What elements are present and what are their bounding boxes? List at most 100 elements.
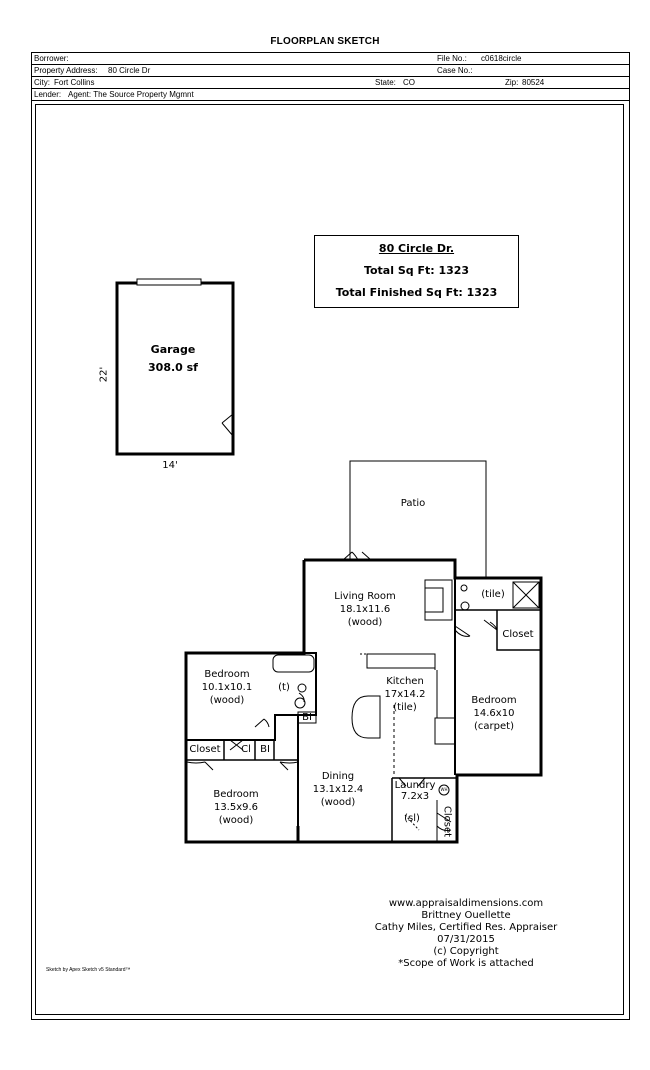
bedroom-right-door bbox=[454, 625, 471, 637]
closet-small-label: Cl bbox=[241, 744, 251, 755]
bedroom-right-label: Bedroom 14.6x10 (carpet) bbox=[458, 694, 530, 733]
zip-label: Zip: bbox=[505, 78, 519, 87]
bath-right-label: (tile) bbox=[481, 589, 505, 600]
toilet-right bbox=[460, 601, 470, 611]
bedroom-tl-name: Bedroom bbox=[204, 669, 250, 680]
closet-left-label: Closet bbox=[189, 744, 221, 755]
dining-floor: (wood) bbox=[320, 797, 356, 808]
living-room-label: Living Room 18.1x11.6 (wood) bbox=[320, 590, 410, 629]
bedroom-bl-label: Bedroom 13.5x9.6 (wood) bbox=[200, 788, 272, 827]
builtin-1 bbox=[297, 711, 317, 724]
summary-finished-sqft: Total Finished Sq Ft: 1323 bbox=[335, 286, 498, 299]
bedroom-tl-label: Bedroom 10.1x10.1 (wood) bbox=[191, 668, 263, 707]
sketch-inner-border bbox=[35, 104, 624, 1015]
apex-footer: Sketch by Apex Sketch v5 Standard™ bbox=[46, 967, 131, 973]
header-row-borrower: Borrower: File No.: c0618circle bbox=[32, 53, 629, 65]
dining-dim: 13.1x12.4 bbox=[312, 784, 364, 795]
laundry-floor-label: (sl) bbox=[404, 813, 420, 824]
shower bbox=[512, 581, 540, 609]
kitchen-cabinets bbox=[366, 653, 436, 669]
credits: www.appraisaldimensions.com Brittney Oue… bbox=[360, 898, 572, 970]
builtin-1-label: BI bbox=[302, 712, 312, 723]
wall-closet-bottom-right bbox=[391, 800, 438, 842]
dining-name: Dining bbox=[321, 771, 355, 782]
closet-bottom-door bbox=[436, 812, 452, 831]
kitchen-label: Kitchen 17x14.2 (tile) bbox=[370, 675, 440, 714]
credits-name1: Brittney Ouellette bbox=[421, 910, 511, 921]
header-row-city: City: Fort Collins State: CO Zip: 80524 bbox=[32, 77, 629, 89]
sink-left bbox=[297, 683, 307, 693]
dining-label: Dining 13.1x12.4 (wood) bbox=[303, 770, 373, 809]
credits-copyright: (c) Copyright bbox=[433, 946, 499, 957]
lender-value: Agent: The Source Property Mgmnt bbox=[68, 90, 194, 99]
city-label: City: bbox=[34, 78, 50, 87]
bedroom-bl-dim: 13.5x9.6 bbox=[213, 802, 259, 813]
kitchen-appliance bbox=[434, 717, 456, 745]
wall-bath-left bbox=[297, 652, 317, 842]
property-address-label: Property Address: bbox=[34, 66, 98, 75]
wall-bedrooms bbox=[186, 714, 298, 741]
bathtub bbox=[272, 654, 315, 673]
closet-small-x bbox=[229, 739, 244, 751]
patio-label: Patio bbox=[400, 498, 426, 509]
sink-right bbox=[460, 584, 468, 592]
house-outline-right bbox=[298, 558, 543, 844]
borrower-label: Borrower: bbox=[34, 54, 69, 63]
bedroom-tl-door bbox=[254, 718, 270, 728]
garage-label: Garage 308.0 sf bbox=[132, 341, 214, 377]
closet-right-door bbox=[483, 619, 498, 631]
water-heater-label: WH bbox=[440, 787, 448, 792]
lender-label: Lender: bbox=[34, 90, 62, 99]
zip-value: 80524 bbox=[522, 78, 545, 87]
garage-door bbox=[136, 278, 202, 286]
credits-date: 07/31/2015 bbox=[437, 934, 495, 945]
patio-door bbox=[342, 551, 372, 561]
kitchen-floor: (tile) bbox=[393, 702, 417, 713]
bedroom-bl-door bbox=[279, 761, 299, 771]
living-room-dim: 18.1x11.6 bbox=[339, 604, 391, 615]
closet-bottom-label: Closet bbox=[441, 805, 453, 838]
summary-address: 80 Circle Dr. bbox=[378, 242, 455, 255]
bedroom-bl-floor: (wood) bbox=[218, 815, 254, 826]
kitchen-dim: 17x14.2 bbox=[384, 689, 426, 700]
wall-closet-right bbox=[496, 610, 541, 651]
bedroom-right-floor: (carpet) bbox=[474, 721, 514, 732]
bedroom-right-name: Bedroom bbox=[471, 695, 517, 706]
summary-total-sqft: Total Sq Ft: 1323 bbox=[363, 264, 470, 277]
fireplace bbox=[424, 579, 453, 621]
garage-name: Garage bbox=[150, 343, 196, 356]
closet-dividers bbox=[223, 740, 275, 760]
bath-left-label: (t) bbox=[278, 682, 290, 693]
city-value: Fort Collins bbox=[54, 78, 95, 87]
water-heater bbox=[438, 784, 450, 796]
closet-right-label: Closet bbox=[502, 629, 534, 640]
bedroom-right-dim: 14.6x10 bbox=[473, 708, 515, 719]
state-value: CO bbox=[403, 78, 415, 87]
closet-left-door bbox=[186, 761, 214, 771]
property-address-value: 80 Circle Dr bbox=[108, 66, 151, 75]
living-room-name: Living Room bbox=[334, 591, 396, 602]
page-title: FLOORPLAN SKETCH bbox=[270, 36, 380, 47]
laundry-label: Laundry 7.2x3 bbox=[390, 779, 440, 803]
bedroom-tl-dim: 10.1x10.1 bbox=[201, 682, 253, 693]
credits-name2: Cathy Miles, Certified Res. Appraiser bbox=[374, 922, 558, 933]
garage-width-dimension: 14' bbox=[162, 460, 178, 471]
garage-entry-door bbox=[221, 413, 234, 437]
kitchen-island bbox=[351, 695, 381, 739]
credits-scope: *Scope of Work is attached bbox=[398, 958, 534, 969]
living-room-floor: (wood) bbox=[347, 617, 383, 628]
credits-website: www.appraisaldimensions.com bbox=[388, 898, 544, 909]
summary-box: 80 Circle Dr. Total Sq Ft: 1323 Total Fi… bbox=[314, 235, 519, 308]
bedroom-bl-name: Bedroom bbox=[213, 789, 259, 800]
laundry-dim: 7.2x3 bbox=[400, 791, 430, 802]
file-no-label: File No.: bbox=[437, 54, 467, 63]
bedroom-tl-floor: (wood) bbox=[209, 695, 245, 706]
sketch-outer-border bbox=[31, 100, 630, 1020]
laundry-name: Laundry bbox=[394, 780, 436, 791]
garage-area: 308.0 sf bbox=[148, 361, 198, 374]
file-no-value: c0618circle bbox=[481, 54, 522, 63]
toilet-left bbox=[294, 697, 306, 709]
garage-depth-dimension: 22' bbox=[98, 366, 110, 383]
laundry-doors bbox=[398, 777, 426, 787]
